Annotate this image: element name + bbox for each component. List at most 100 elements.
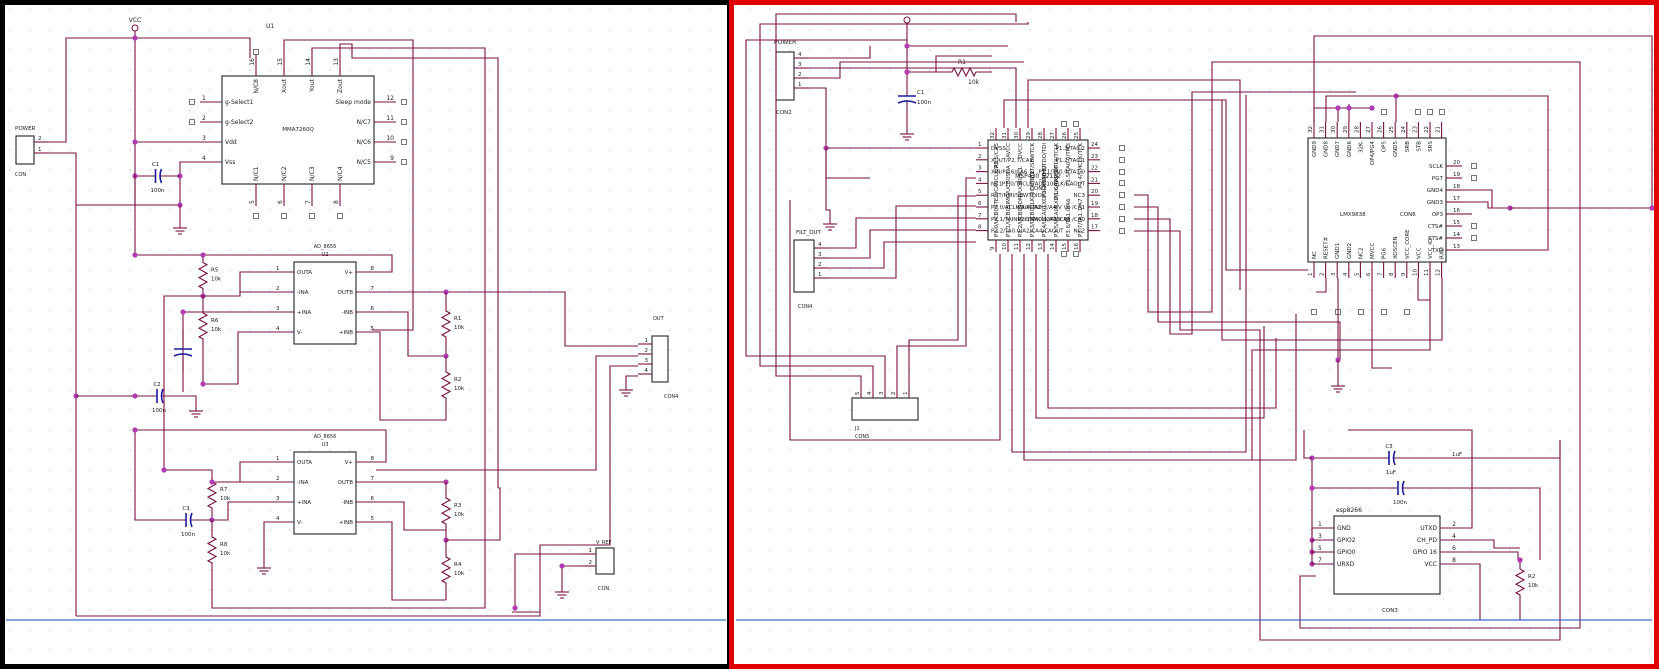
vref-wire (514, 553, 582, 608)
pin-number: 8 (978, 225, 982, 231)
pin-number: 13 (1038, 243, 1044, 250)
pin-number: 1 (903, 392, 909, 396)
pin-name: GND6 (1347, 141, 1353, 158)
pin-name: OP3 (1432, 212, 1444, 218)
pin-name: GPIO0 (1337, 549, 1356, 556)
pin-name: XOSCEN (1393, 236, 1399, 259)
pin-name: N/C2 (281, 166, 288, 181)
gnd-wire (1303, 430, 1312, 459)
pin-name: OUTB (338, 290, 354, 296)
cap-plate (173, 353, 193, 357)
pin-number: 6 (371, 306, 375, 312)
cap-plate (897, 100, 917, 104)
pin-number: 7 (371, 476, 375, 482)
junction-dot (512, 605, 518, 611)
u2-vplus (134, 172, 393, 273)
pin-number: 28 (1038, 132, 1044, 139)
pin-name: Xout (281, 78, 288, 93)
pin-terminal (281, 213, 287, 219)
cap-plate (189, 512, 193, 528)
pin-number: 16 (1074, 243, 1080, 250)
ic-ref: U1 (266, 23, 274, 30)
zout-wire (339, 43, 499, 488)
pin-number: 7 (1318, 557, 1322, 564)
pin-number: 2 (978, 154, 982, 160)
cap-plate (160, 388, 164, 404)
filt-wire (828, 229, 976, 259)
ic-name: MSP430_F2132 (1015, 173, 1061, 180)
pin-name: P3.6/TA1.0/A6 (1066, 198, 1072, 237)
lmx-gnd3 (1462, 201, 1510, 209)
pin-number: 27 (1050, 132, 1056, 139)
lmx-txd (1396, 95, 1549, 251)
pin-name: -INB (342, 310, 354, 316)
u3-outa (212, 461, 274, 483)
pin-terminal (401, 119, 407, 125)
ic-ref: U3 (322, 442, 329, 448)
pin-number: 16 (1453, 208, 1460, 214)
pin-number: 12 (386, 95, 394, 102)
pin-name: GND2 (1347, 243, 1353, 259)
pin-number: 8 (1452, 557, 1456, 564)
pin-terminal (1471, 223, 1477, 229)
mcu-rx-wire (1134, 206, 1341, 360)
lmx-wire (1316, 278, 1327, 293)
pin-name: P3.1/UCB0SIMO/UCB0SDA (1006, 165, 1012, 237)
pin-number: 3 (645, 358, 649, 364)
resistor-value: 10k (211, 327, 222, 333)
connector-title: POWER (15, 126, 36, 132)
pin-name: GND (1337, 525, 1351, 532)
pin-name: V+ (345, 270, 354, 276)
pin-name: P1.6/TA0.1/TDI/TCLK (1054, 143, 1060, 199)
j1-wire (775, 13, 1017, 384)
connector-title: FILT_OUT (796, 230, 822, 236)
pin-number: 2 (645, 348, 649, 354)
junction-dot (180, 309, 186, 315)
pin-name: 32K- (1358, 141, 1364, 153)
pin-number: 1 (818, 272, 822, 278)
resistor (197, 296, 209, 356)
pin-number: 25 (1074, 132, 1080, 139)
pin-terminal (189, 119, 195, 125)
lmx-gnd4 (1462, 189, 1493, 208)
pin-name: DVSS (991, 146, 1006, 152)
connector-title: V_REF (596, 540, 612, 546)
pin-terminal (1415, 109, 1421, 115)
pin-number: 27 (1366, 126, 1372, 133)
pin-name: UTXD (1420, 525, 1437, 532)
lmx9838-ic (1307, 137, 1447, 263)
pin-name: NC1 (991, 181, 1002, 187)
cap-plate (1401, 480, 1405, 496)
pin-number: 5 (371, 326, 375, 332)
u3-fb (446, 487, 501, 541)
c3-wire (1412, 440, 1561, 459)
pin-name: PG6 (1382, 247, 1388, 259)
junction-dot (132, 35, 138, 41)
pin-number: 20 (1091, 189, 1098, 195)
pin-number: 10 (386, 135, 394, 142)
filt-wire (828, 241, 976, 269)
pin-terminal (1119, 192, 1125, 198)
pin-name: g-Select1 (225, 99, 253, 106)
pin-name: NC2 (1074, 229, 1085, 235)
cap-plate (1392, 450, 1396, 466)
pin-number: 2 (276, 286, 280, 292)
junction-dot (1649, 205, 1655, 211)
resistor (206, 520, 218, 580)
u2-inb (376, 311, 446, 357)
msp430-mcu (987, 139, 1089, 241)
cap-value: 100n (1393, 500, 1407, 506)
pin-number: 6 (371, 496, 375, 502)
pin-terminal (1119, 157, 1125, 163)
junction-dot (200, 252, 206, 258)
pin-name: +INB (339, 520, 353, 526)
resistor (936, 66, 992, 78)
pin-name: RESET# (1324, 236, 1330, 259)
pin-number: 1 (798, 82, 802, 88)
resistor-value: 10k (968, 79, 980, 86)
pin-number: 2 (202, 115, 206, 122)
pin-name: N/C7 (356, 119, 371, 126)
resistor-ref: R6 (211, 318, 219, 324)
pin-number: 4 (645, 368, 649, 374)
pin-number: 29 (1026, 132, 1032, 139)
